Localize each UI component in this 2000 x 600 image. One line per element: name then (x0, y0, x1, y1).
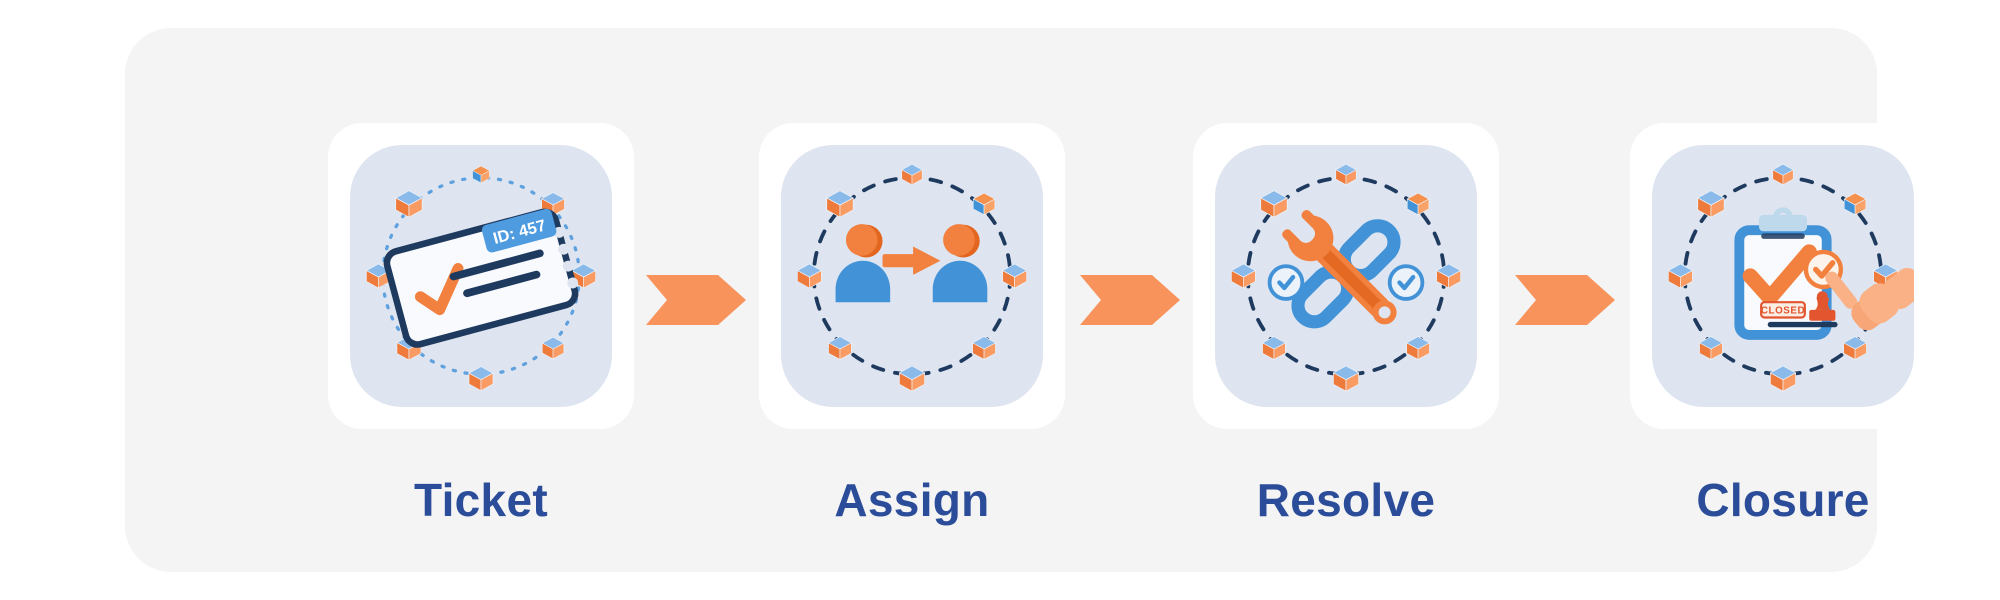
pointing-hand (1825, 267, 1914, 331)
step-label-ticket: Ticket (414, 474, 548, 526)
chevron-arrow-icon (646, 275, 746, 325)
user-handoff-glyph (835, 224, 988, 303)
step-card (759, 123, 1065, 429)
step-resolve: Resolve (1193, 123, 1499, 526)
icon-tile (1215, 145, 1477, 407)
step-label-resolve: Resolve (1256, 474, 1436, 526)
clipboard-stamp-icon: CLOSED (1652, 145, 1914, 407)
icon-tile: ID: 457 (350, 145, 612, 407)
icon-tile (781, 145, 1043, 407)
step-card: CLOSED (1630, 123, 1936, 429)
step-assign: Assign (759, 123, 1065, 526)
checkmark (414, 263, 464, 316)
workflow-panel: ID: 457 Ticket (125, 28, 1936, 572)
big-checkmark (1742, 244, 1817, 306)
wrench-chain-glyph (1270, 210, 1423, 329)
chevron-arrow-icon (1080, 275, 1180, 325)
step-ticket: ID: 457 Ticket (328, 123, 634, 526)
step-label-closure: Closure (1696, 474, 1870, 526)
ticket-icon: ID: 457 (366, 165, 596, 391)
wrench (1282, 210, 1397, 325)
wrench-chain-icon (1215, 145, 1477, 407)
stamp (1809, 291, 1836, 321)
transfer-arrow (882, 246, 941, 275)
step-label-assign: Assign (834, 474, 990, 526)
ticket-glyph: ID: 457 (383, 208, 579, 348)
closed-text: CLOSED (1761, 306, 1805, 317)
clipboard-clip (1758, 214, 1808, 232)
step-closure: CLOSED Closure (1630, 123, 1936, 526)
ticket-id-badge (481, 208, 557, 253)
step-card: ID: 457 (328, 123, 634, 429)
clipboard-glyph: CLOSED (1734, 207, 1914, 340)
closed-stamp-badge: CLOSED (1760, 301, 1806, 319)
icon-tile: CLOSED (1652, 145, 1914, 407)
chevron-arrow-icon (1515, 275, 1615, 325)
user-handoff-icon (781, 145, 1043, 407)
step-card (1193, 123, 1499, 429)
